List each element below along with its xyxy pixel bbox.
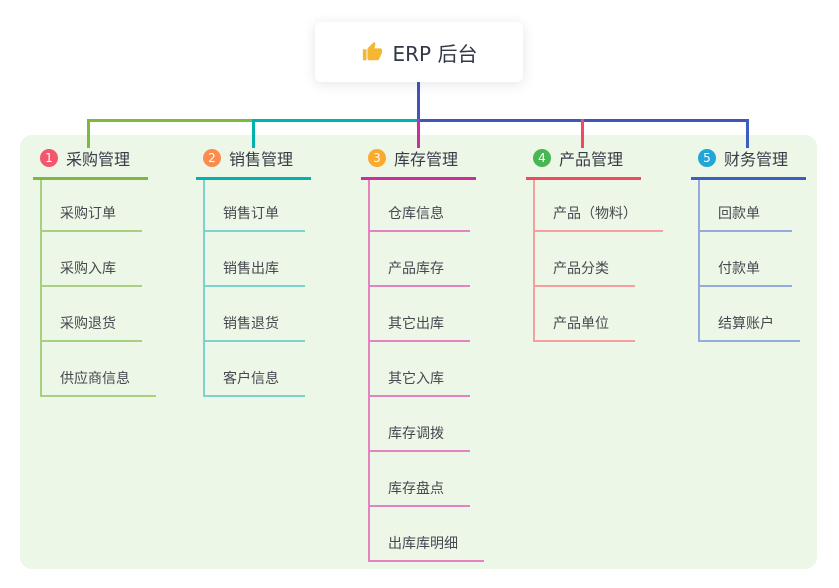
branch-number-badge: 4	[533, 149, 551, 167]
child-node[interactable]: 销售退货	[205, 287, 305, 342]
branch-title-label: 产品管理	[559, 150, 624, 169]
child-node[interactable]: 销售订单	[205, 180, 305, 232]
connector-bus-center	[252, 119, 418, 122]
child-node[interactable]: 产品分类	[535, 232, 635, 287]
branch-number-badge: 1	[40, 149, 58, 167]
branch-title-4[interactable]: 4 产品管理	[526, 146, 641, 180]
thumbs-up-icon	[361, 41, 383, 63]
branch-children-5: 回款单付款单结算账户	[698, 180, 806, 342]
branch-children-2: 销售订单销售出库销售退货客户信息	[203, 180, 311, 397]
branch-number-badge: 3	[368, 149, 386, 167]
branch-column-4: 4 产品管理产品（物料）产品分类产品单位	[526, 146, 663, 342]
child-node[interactable]: 其它出库	[370, 287, 470, 342]
connector-branch-drop-4	[581, 119, 584, 148]
branch-column-2: 2 销售管理销售订单销售出库销售退货客户信息	[196, 146, 311, 397]
branch-title-label: 财务管理	[724, 150, 789, 169]
child-node[interactable]: 回款单	[700, 180, 792, 232]
branch-title-5[interactable]: 5 财务管理	[691, 146, 806, 180]
child-node[interactable]: 采购订单	[42, 180, 142, 232]
branch-column-3: 3 库存管理仓库信息产品库存其它出库其它入库库存调拨库存盘点出库库明细	[361, 146, 484, 562]
branch-number-badge: 2	[203, 149, 221, 167]
child-node[interactable]: 仓库信息	[370, 180, 470, 232]
child-node[interactable]: 产品（物料）	[535, 180, 663, 232]
branch-title-label: 库存管理	[394, 150, 459, 169]
branch-column-5: 5 财务管理回款单付款单结算账户	[691, 146, 806, 342]
branch-column-1: 1 采购管理采购订单采购入库采购退货供应商信息	[33, 146, 156, 397]
branch-title-2[interactable]: 2 销售管理	[196, 146, 311, 180]
child-node[interactable]: 销售出库	[205, 232, 305, 287]
child-node[interactable]: 客户信息	[205, 342, 305, 397]
child-node[interactable]: 供应商信息	[42, 342, 156, 397]
branch-title-label: 销售管理	[229, 150, 294, 169]
connector-bus-left	[87, 119, 254, 122]
connector-branch-drop-5	[746, 119, 749, 148]
branch-title-1[interactable]: 1 采购管理	[33, 146, 148, 180]
child-node[interactable]: 采购入库	[42, 232, 142, 287]
root-node[interactable]: ERP 后台	[315, 22, 523, 82]
branches-background-panel	[20, 135, 817, 569]
child-node[interactable]: 产品库存	[370, 232, 470, 287]
root-title: ERP 后台	[392, 41, 478, 66]
child-node[interactable]: 库存调拨	[370, 397, 470, 452]
child-node[interactable]: 采购退货	[42, 287, 142, 342]
branch-children-4: 产品（物料）产品分类产品单位	[533, 180, 663, 342]
branch-children-3: 仓库信息产品库存其它出库其它入库库存调拨库存盘点出库库明细	[368, 180, 484, 562]
child-node[interactable]: 产品单位	[535, 287, 635, 342]
child-node[interactable]: 库存盘点	[370, 452, 470, 507]
branch-children-1: 采购订单采购入库采购退货供应商信息	[40, 180, 156, 397]
child-node[interactable]: 结算账户	[700, 287, 800, 342]
connector-branch-drop-2	[252, 119, 255, 148]
child-node[interactable]: 付款单	[700, 232, 792, 287]
connector-root-line	[417, 82, 420, 120]
connector-branch-drop-1	[87, 119, 90, 148]
child-node[interactable]: 出库库明细	[370, 507, 484, 562]
child-node[interactable]: 其它入库	[370, 342, 470, 397]
branch-title-3[interactable]: 3 库存管理	[361, 146, 476, 180]
connector-branch-drop-3	[417, 119, 420, 148]
branch-title-label: 采购管理	[66, 150, 131, 169]
branch-number-badge: 5	[698, 149, 716, 167]
